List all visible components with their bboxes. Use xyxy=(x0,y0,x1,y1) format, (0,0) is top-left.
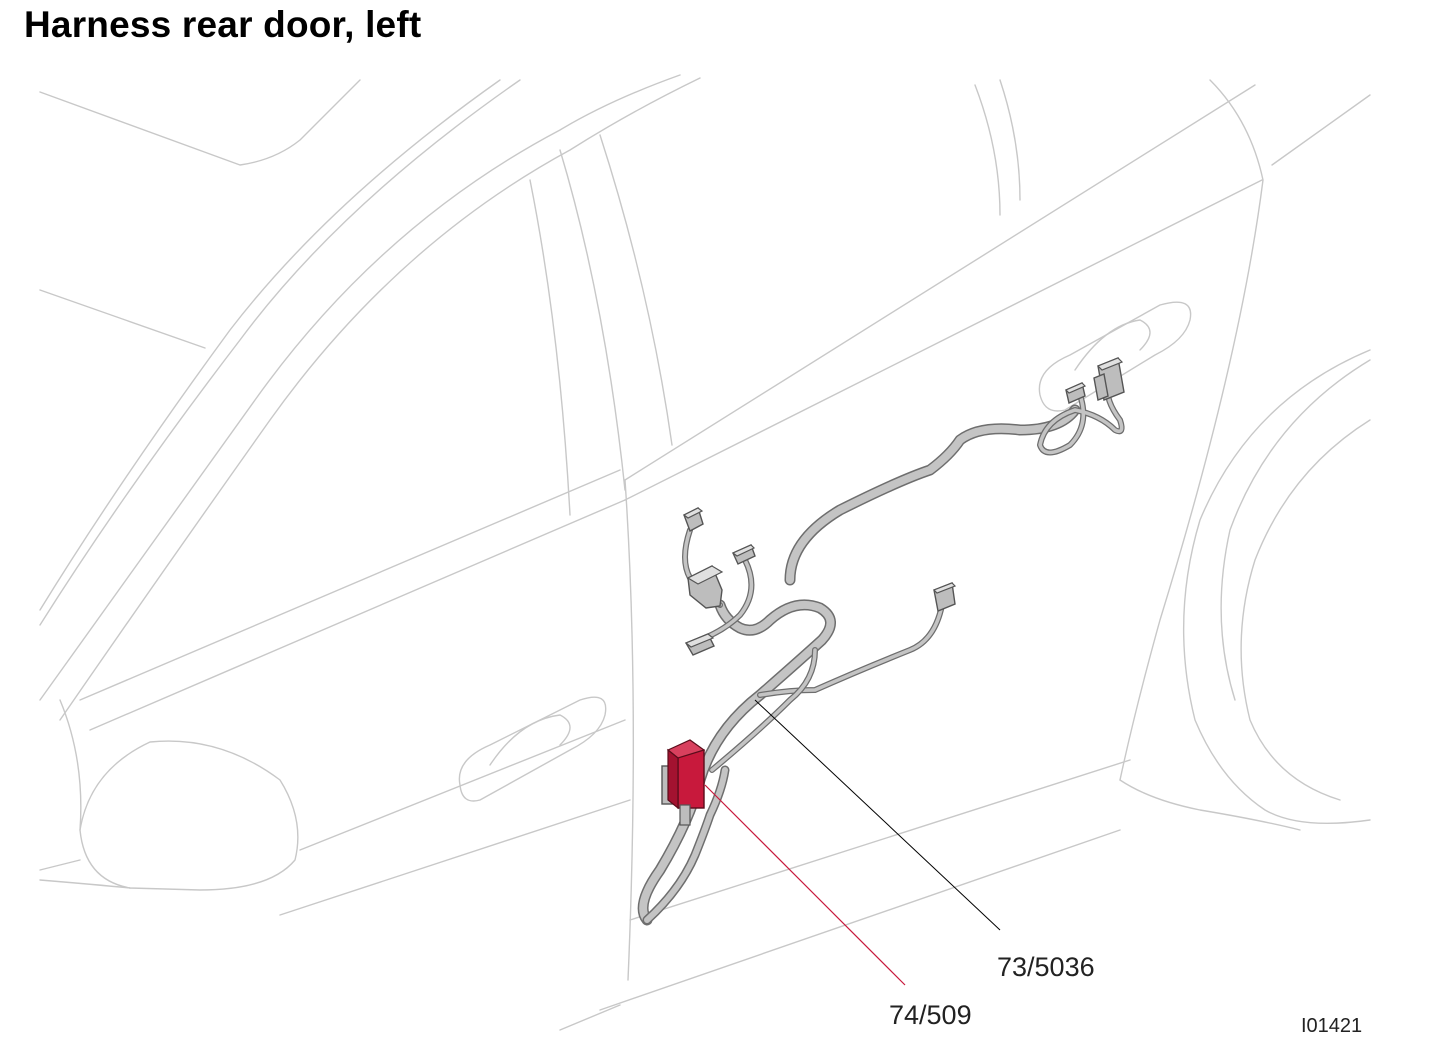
connector-mid-small xyxy=(731,544,756,565)
figure-id: I01421 xyxy=(1301,1015,1363,1037)
connector-upper-small xyxy=(682,507,704,532)
connector-lower-left xyxy=(684,633,715,656)
diagram-title: Harness rear door, left xyxy=(24,4,422,45)
leader-line-harness xyxy=(754,699,1001,931)
callout-harness-label: 73/5036 xyxy=(997,952,1095,982)
connector-lock-large xyxy=(1093,357,1125,401)
car-body-outline xyxy=(39,74,1371,1031)
harness-connectors xyxy=(661,357,1125,826)
callout-connector-label: 74/509 xyxy=(889,1000,972,1030)
callout-leader-lines xyxy=(704,699,1001,986)
connector-b-pillar-main xyxy=(686,565,724,609)
connector-upper-right xyxy=(932,582,957,612)
connector-lock-small xyxy=(1064,382,1087,404)
leader-line-connector xyxy=(704,784,906,986)
highlighted-connector-74-509 xyxy=(661,739,706,826)
